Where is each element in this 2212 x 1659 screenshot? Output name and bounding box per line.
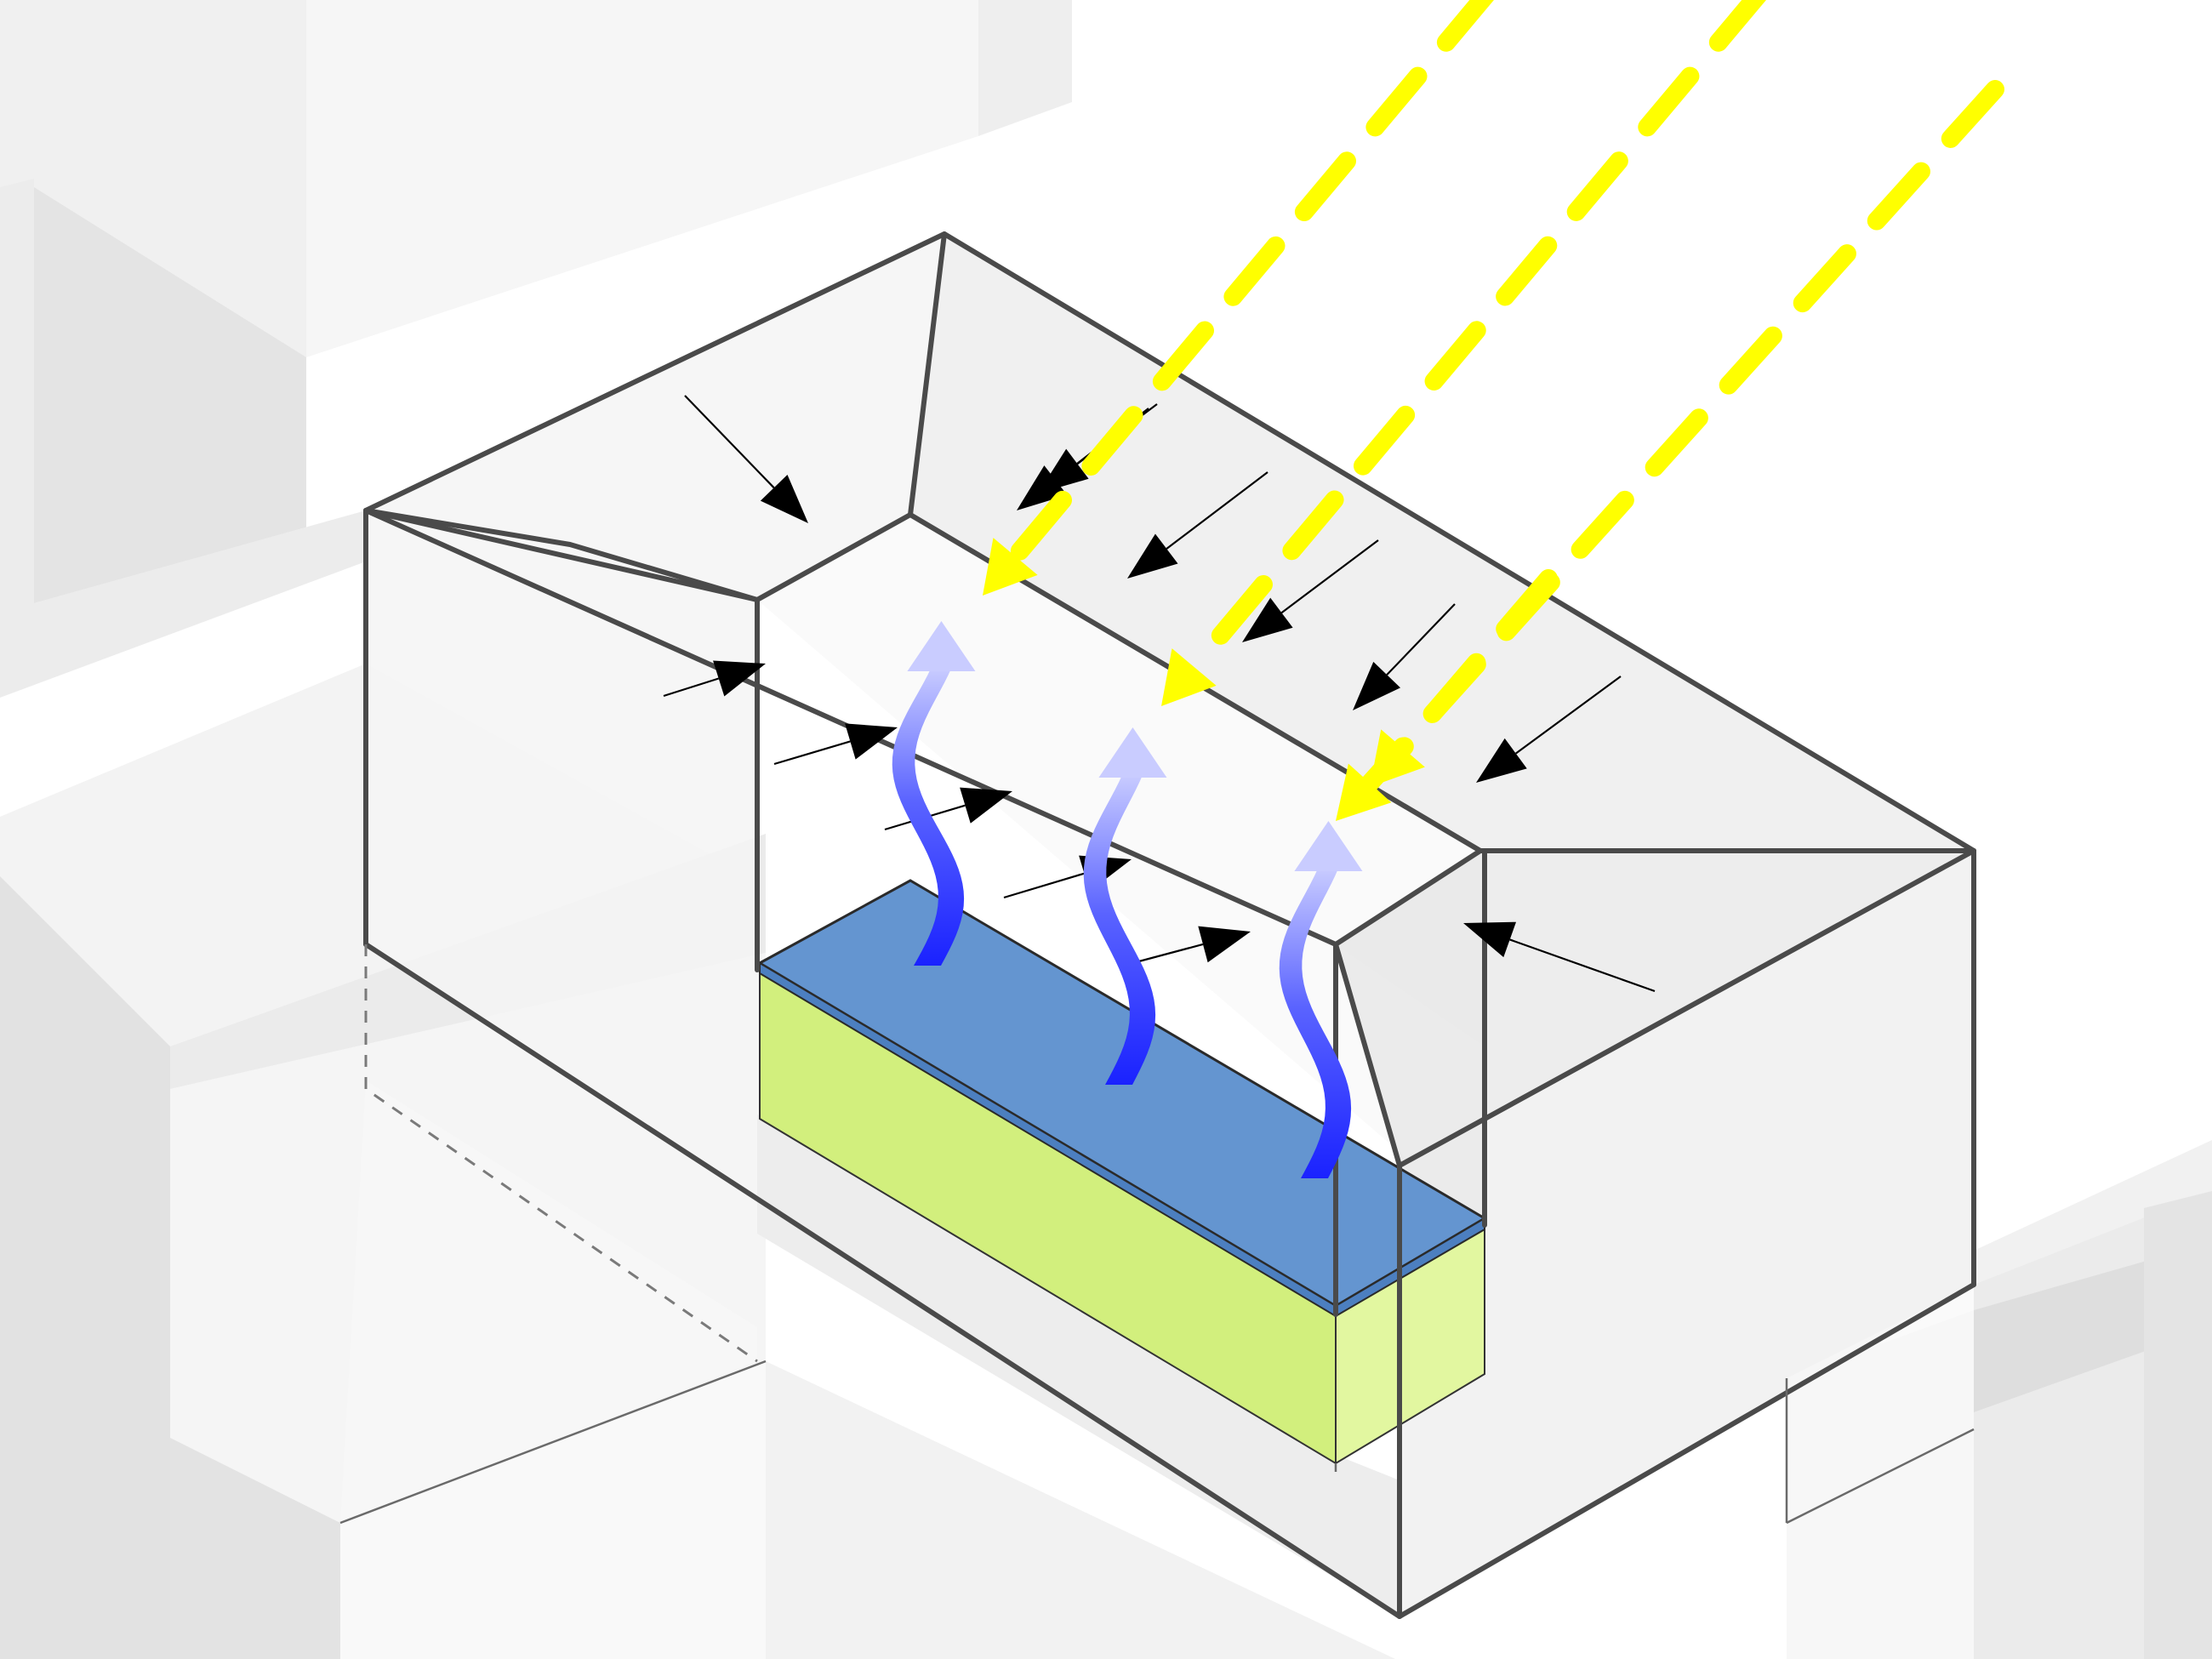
- sun-ray-arrow: [983, 0, 1494, 596]
- evaporation-arrows: [892, 621, 1363, 1178]
- wind-arrows: [663, 395, 1656, 993]
- wind-arrow: [773, 723, 898, 766]
- evaporation-arrow: [892, 621, 976, 966]
- sun-ray-arrow: [1161, 0, 1766, 706]
- evaporation-arrow: [1083, 727, 1167, 1085]
- wind-arrow: [684, 395, 808, 523]
- building-volume-wireframe: [339, 231, 1976, 1619]
- wind-arrow: [1463, 921, 1656, 993]
- wind-arrow: [1476, 676, 1622, 783]
- wind-arrow: [1242, 539, 1379, 642]
- context-block-left: [0, 510, 366, 698]
- sun-ray-arrows: [983, 0, 2004, 821]
- evaporation-arrow: [1279, 821, 1363, 1178]
- building-volume-faces: [340, 234, 1974, 1659]
- hidden-edge: [364, 944, 758, 1363]
- wind-arrow: [1353, 603, 1456, 710]
- sun-ray-arrow: [1370, 569, 1558, 787]
- wind-arrow: [1127, 471, 1268, 579]
- wind-arrow: [663, 660, 766, 698]
